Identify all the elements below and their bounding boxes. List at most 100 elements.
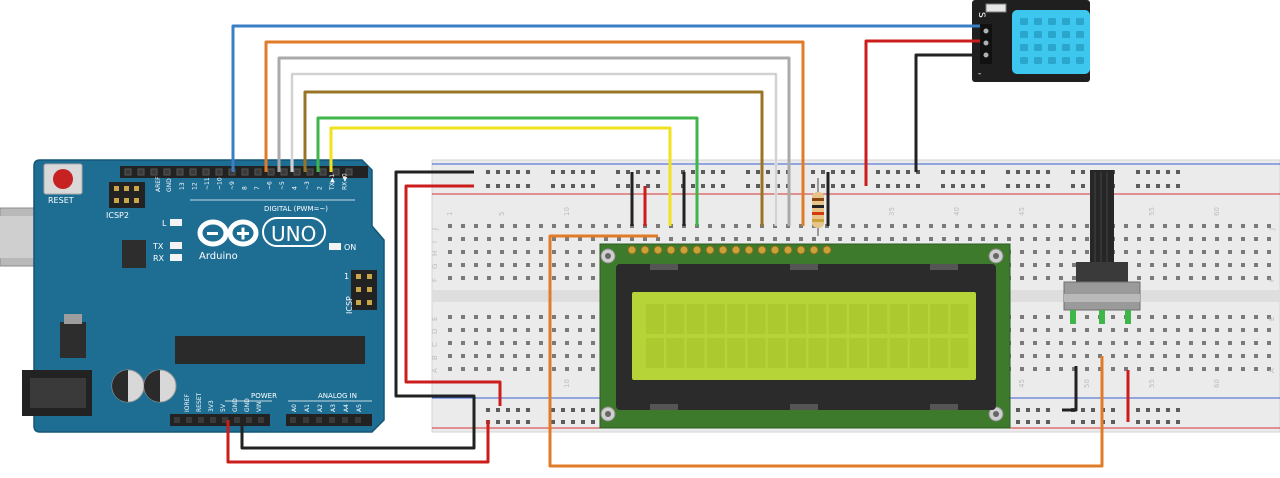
breadboard-row-letters: J I H G F E D C B A J F E A — [431, 228, 1276, 373]
dht-sensor-module: S - — [972, 0, 1090, 82]
breadboard-column-numbers: 1 5 10 35 40 45 55 60 10 45 50 55 60 — [446, 207, 1221, 388]
col-num-1: 1 — [446, 212, 454, 216]
wire-jumper-black-pot — [1062, 366, 1078, 412]
wire-green-pin3 — [316, 116, 699, 226]
icsp-label: ICSP — [345, 296, 354, 314]
analog-pin-label: A4 — [343, 404, 350, 412]
analog-header-label: ANALOG IN — [318, 392, 357, 400]
usb-chip — [122, 240, 146, 268]
wire-black-gnd — [240, 170, 476, 450]
on-label: ON — [344, 243, 356, 252]
power-pin-label: VIN — [256, 402, 263, 412]
gnd-label: GND — [166, 178, 173, 192]
row-letter-e: E — [431, 317, 439, 321]
col-num-5: 5 — [498, 212, 506, 216]
row-letter-e-right: E — [1268, 317, 1276, 321]
arduino-infinity-logo — [197, 219, 259, 247]
dht-pin-label-s: S — [976, 12, 986, 18]
reset-button-cap[interactable] — [53, 169, 73, 189]
col-num-55-bottom: 55 — [1148, 379, 1156, 388]
power-pin-label: IOREF — [184, 394, 191, 412]
led-tx-label: TX — [152, 242, 164, 251]
power-pin-label: GND — [232, 398, 239, 412]
analog-pin-label: A1 — [304, 404, 311, 412]
row-letter-j: J — [431, 228, 439, 231]
wire-red-sensor-vcc — [864, 39, 980, 186]
led-rx-label: RX — [153, 254, 165, 263]
wire-yellow-pin2 — [329, 126, 672, 226]
power-header-label: POWER — [251, 392, 277, 400]
col-num-40: 40 — [953, 207, 961, 216]
resistor-body — [812, 192, 824, 228]
led-on — [329, 243, 341, 250]
led-tx — [170, 242, 182, 249]
row-letter-d: D — [431, 329, 439, 334]
icsp2-header — [109, 182, 145, 208]
digital-pin-label: ~6 — [267, 181, 274, 190]
power-header-pins — [174, 417, 264, 423]
row-letter-f: F — [431, 278, 439, 282]
row-letter-j-right: J — [1268, 228, 1276, 231]
col-num-60-bottom: 60 — [1213, 379, 1221, 388]
digital-header-label: DIGITAL (PWM=~) — [264, 205, 328, 213]
analog-pin-label: A5 — [356, 404, 363, 412]
wire-black-sensor-gnd — [914, 53, 980, 172]
potentiometer — [1063, 170, 1141, 324]
resistor — [812, 178, 824, 236]
voltage-regulator — [60, 322, 86, 358]
col-num-60: 60 — [1213, 207, 1221, 216]
led-rx — [170, 254, 182, 261]
icsp-header — [351, 270, 377, 310]
atmega-chip — [175, 336, 365, 364]
digital-pin-label: 8 — [242, 186, 249, 190]
digital-pin-label: 7 — [254, 186, 261, 190]
dht-sensor-grille — [1012, 10, 1090, 74]
lcd-pin-holes — [627, 245, 832, 255]
col-num-55: 55 — [1148, 207, 1156, 216]
reset-label: RESET — [48, 196, 74, 205]
digital-pin-label: RX◀0 — [342, 173, 349, 190]
uno-badge — [262, 217, 326, 247]
digital-pin-label: 2 — [317, 186, 324, 190]
row-letter-b: B — [431, 355, 439, 360]
col-num-50-bottom: 50 — [1083, 379, 1091, 388]
row-letter-a: A — [431, 368, 439, 373]
row-letter-c: C — [431, 342, 439, 347]
analog-header-pins — [290, 417, 361, 423]
analog-pin-label: A3 — [330, 404, 337, 412]
col-num-45: 45 — [1018, 207, 1026, 216]
lcd-16x2-display — [599, 243, 1011, 429]
wire-white-outline — [291, 73, 777, 226]
wires — [226, 24, 1130, 468]
power-pin-label: GND — [244, 398, 251, 412]
power-header — [170, 414, 270, 426]
digital-pin-label: 4 — [292, 186, 299, 190]
dht-pin-label-minus: - — [978, 69, 981, 79]
wire-blue — [231, 24, 980, 172]
digital-pin-label: 12 — [192, 182, 199, 190]
power-pin-label: RESET — [196, 392, 203, 412]
wire-gray-pin6 — [277, 56, 791, 226]
analog-pin-label: A0 — [291, 404, 298, 412]
digital-header-pins — [124, 168, 353, 176]
row-letter-a-right: A — [1268, 368, 1276, 373]
col-num-10: 10 — [563, 207, 571, 216]
icsp-pin1-label: 1 — [344, 272, 349, 281]
led-l-label: L — [162, 219, 167, 228]
digital-pin-label: ~10 — [217, 177, 224, 190]
col-num-10-bottom: 10 — [563, 379, 571, 388]
arduino-brand-text: Arduino — [199, 251, 238, 262]
row-letter-g: G — [431, 264, 439, 269]
uno-logo-text: UNO — [271, 222, 316, 246]
row-letter-h: H — [431, 251, 439, 256]
lcd-character-cells — [646, 304, 969, 368]
digital-pin-label: 13 — [179, 182, 186, 190]
digital-pin-label: ~5 — [279, 181, 286, 190]
digital-pin-label: ~3 — [304, 181, 311, 190]
wire-brown-pin4 — [303, 90, 764, 226]
dht-sensor-resistor — [985, 3, 1007, 13]
